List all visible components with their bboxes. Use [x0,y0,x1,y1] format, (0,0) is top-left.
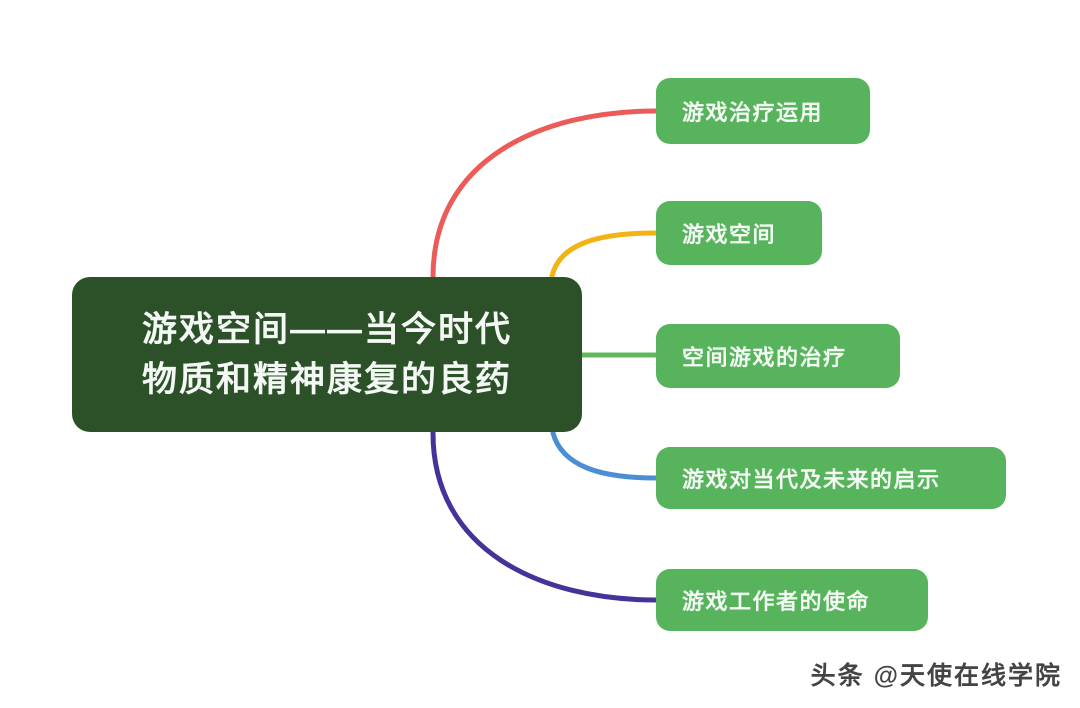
branch-node-enlightenment-for-present-and-future[interactable]: 游戏对当代及未来的启示 [656,447,1006,509]
central-node[interactable]: 游戏空间——当今时代 物质和精神康复的良药 [72,277,582,432]
central-node-line-2: 物质和精神康复的良药 [141,359,512,399]
branch-node-label: 游戏治疗运用 [682,100,824,125]
branch-node-label: 空间游戏的治疗 [682,345,847,370]
watermark: 头条 @天使在线学院 [810,662,1062,690]
branch-node-label: 游戏空间 [682,222,777,247]
branch-node-space-game-therapy[interactable]: 空间游戏的治疗 [656,324,900,388]
connector-branch-0 [430,108,659,280]
branch-node-label: 游戏对当代及未来的启示 [682,467,941,492]
connector-branch-4 [430,430,659,603]
connector-branch-3 [550,430,659,481]
branch-node-label: 游戏工作者的使命 [682,589,871,614]
branch-node-game-space[interactable]: 游戏空间 [656,201,822,265]
branch-node-game-therapy-application[interactable]: 游戏治疗运用 [656,78,870,144]
branch-node-mission-of-game-workers[interactable]: 游戏工作者的使命 [656,569,928,631]
connector-branch-1 [549,230,659,279]
central-node-line-1: 游戏空间——当今时代 [141,309,512,349]
